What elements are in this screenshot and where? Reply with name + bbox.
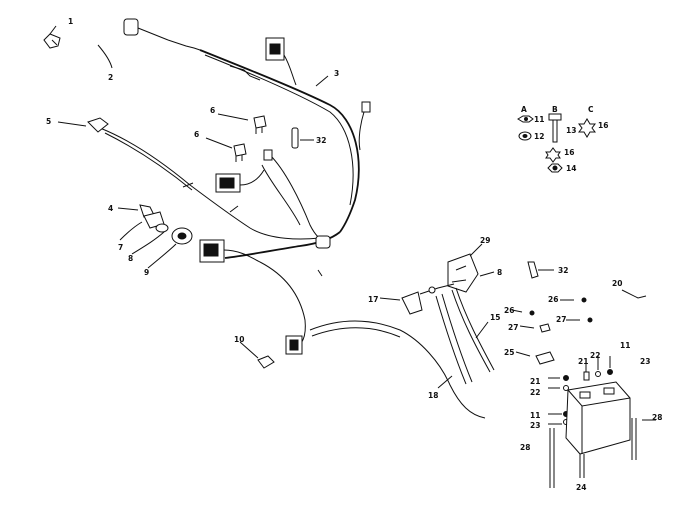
callout-24: 24 — [576, 483, 586, 492]
callout-28b: 28 — [652, 413, 662, 422]
item-15-18-rods — [435, 287, 495, 389]
relay-block — [215, 149, 273, 193]
callout-22a: 22 — [590, 351, 600, 360]
hardware-key — [517, 113, 596, 173]
battery-rods — [549, 418, 656, 488]
callout-15: 15 — [490, 313, 500, 322]
terminal-bits — [548, 356, 613, 425]
callout-11b: 11 — [530, 411, 540, 420]
key-letter-a: A — [521, 105, 527, 114]
item-5-connector — [57, 117, 109, 133]
callout-32a: 32 — [316, 136, 326, 145]
callout-21a: 21 — [578, 357, 588, 366]
callout-29: 29 — [480, 236, 490, 245]
item-32-pin-upper — [291, 127, 314, 149]
callout-4: 4 — [108, 204, 113, 213]
key-part-13: 13 — [566, 126, 576, 135]
callout-9: 9 — [144, 268, 149, 277]
callout-26a: 26 — [548, 295, 558, 304]
battery-hardware-bits — [511, 289, 647, 365]
callout-26b: 26 — [504, 306, 514, 315]
callout-27b: 27 — [508, 323, 518, 332]
callout-17: 17 — [368, 295, 378, 304]
junction-box — [199, 239, 261, 263]
item-6-clips — [205, 113, 267, 162]
callout-8b: 8 — [497, 268, 502, 277]
item-32-pin-lower — [527, 261, 554, 279]
callout-23b: 23 — [530, 421, 540, 430]
switch-assembly — [117, 204, 193, 269]
callout-21b: 21 — [530, 377, 540, 386]
key-part-11: 11 — [534, 115, 544, 124]
callout-10: 10 — [234, 335, 244, 344]
callout-27a: 27 — [556, 315, 566, 324]
callout-2: 2 — [108, 73, 113, 82]
callout-32b: 32 — [558, 266, 568, 275]
key-letter-b: B — [552, 105, 558, 114]
callout-22b: 22 — [530, 388, 540, 397]
key-part-16a: 16 — [598, 121, 608, 130]
callout-labels: 1 2 3 5 6 6 32 4 7 8 9 10 17 29 8 32 15 … — [46, 17, 662, 492]
callout-5: 5 — [46, 117, 51, 126]
hardware-key-labels: A 11 12 B 13 C 16 16 14 — [521, 105, 608, 173]
item-1-clip — [43, 25, 61, 49]
item-2-plug — [97, 18, 201, 69]
callout-8a: 8 — [128, 254, 133, 263]
item-29-bracket — [447, 243, 495, 293]
key-part-16b: 16 — [564, 148, 574, 157]
item-24-battery — [565, 381, 631, 455]
callout-20: 20 — [612, 279, 622, 288]
item-3-connector — [229, 37, 329, 87]
callout-25: 25 — [504, 348, 514, 357]
item-10-connector — [239, 335, 303, 369]
callout-1: 1 — [68, 17, 73, 26]
callout-11a: 11 — [620, 341, 630, 350]
item-17-cable-end — [379, 283, 455, 315]
key-letter-c: C — [588, 105, 594, 114]
callout-7: 7 — [118, 243, 123, 252]
main-wiring-harness — [99, 49, 486, 419]
callout-28a: 28 — [520, 443, 530, 452]
harness-side-plug — [358, 101, 371, 151]
callout-18: 18 — [428, 391, 438, 400]
harness-end-connector — [315, 235, 331, 249]
callout-23a: 23 — [640, 357, 650, 366]
key-part-12: 12 — [534, 132, 544, 141]
key-part-14: 14 — [566, 164, 576, 173]
callout-6b: 6 — [194, 130, 199, 139]
callout-3: 3 — [334, 69, 339, 78]
callout-6a: 6 — [210, 106, 215, 115]
